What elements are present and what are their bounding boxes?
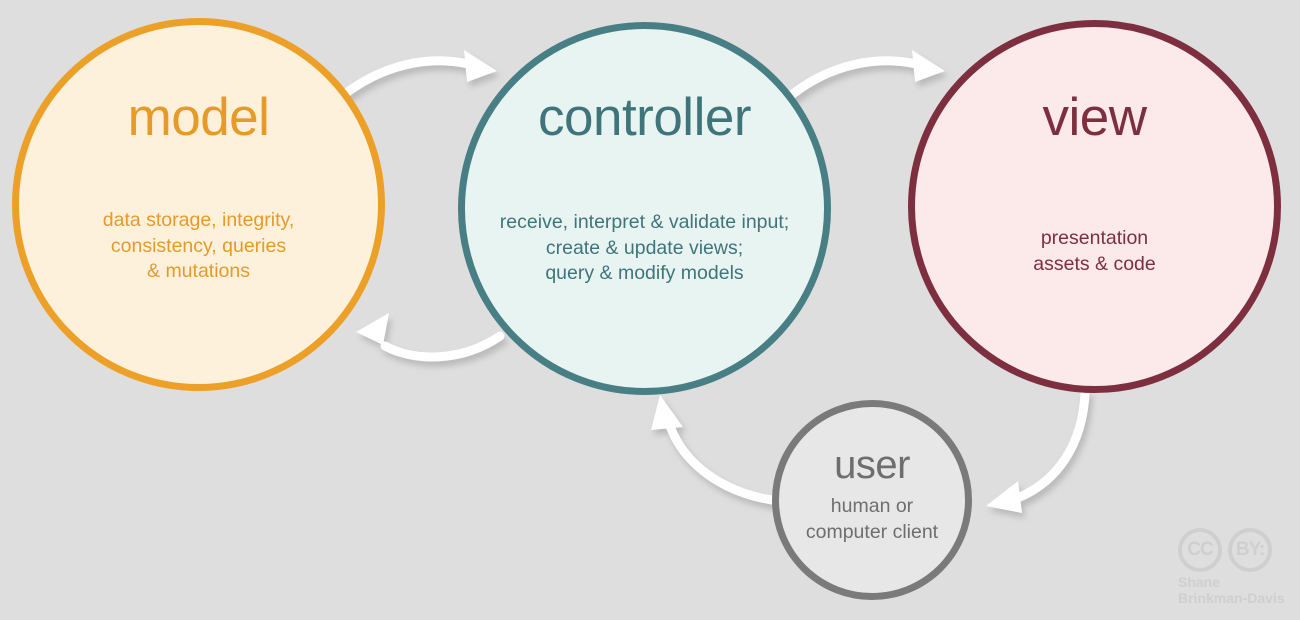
cc-badge-icons: CC BY:: [1178, 528, 1290, 572]
node-view[interactable]: view presentation assets & code: [908, 20, 1281, 393]
node-view-description: presentation assets & code: [1033, 227, 1156, 275]
attribution-icon: BY:: [1228, 528, 1272, 572]
node-controller[interactable]: controller receive, interpret & validate…: [458, 22, 831, 395]
arrow-view-to-user: [986, 389, 1090, 513]
node-model-description: data storage, integrity, consistency, qu…: [102, 209, 295, 283]
node-user[interactable]: user human or computer client: [772, 400, 972, 600]
arrow-model-to-controller: [336, 50, 497, 102]
arrow-controller-to-view: [784, 50, 945, 102]
arrow-user-to-controller: [651, 395, 777, 505]
creative-commons-icon: CC: [1178, 528, 1222, 572]
node-controller-title: controller: [538, 88, 751, 147]
node-model[interactable]: model data storage, integrity, consisten…: [12, 18, 385, 391]
node-user-title: user: [834, 443, 910, 487]
author-credit: Shane Brinkman-Davis: [1178, 574, 1285, 606]
node-model-title: model: [127, 88, 270, 147]
node-controller-description: receive, interpret & validate input; cre…: [499, 211, 790, 285]
arrow-controller-to-model: [356, 313, 505, 362]
node-user-description: human or computer client: [805, 495, 939, 543]
node-view-title: view: [1042, 88, 1147, 147]
creative-commons-badge[interactable]: CC BY: Shane Brinkman-Davis: [1178, 528, 1290, 610]
